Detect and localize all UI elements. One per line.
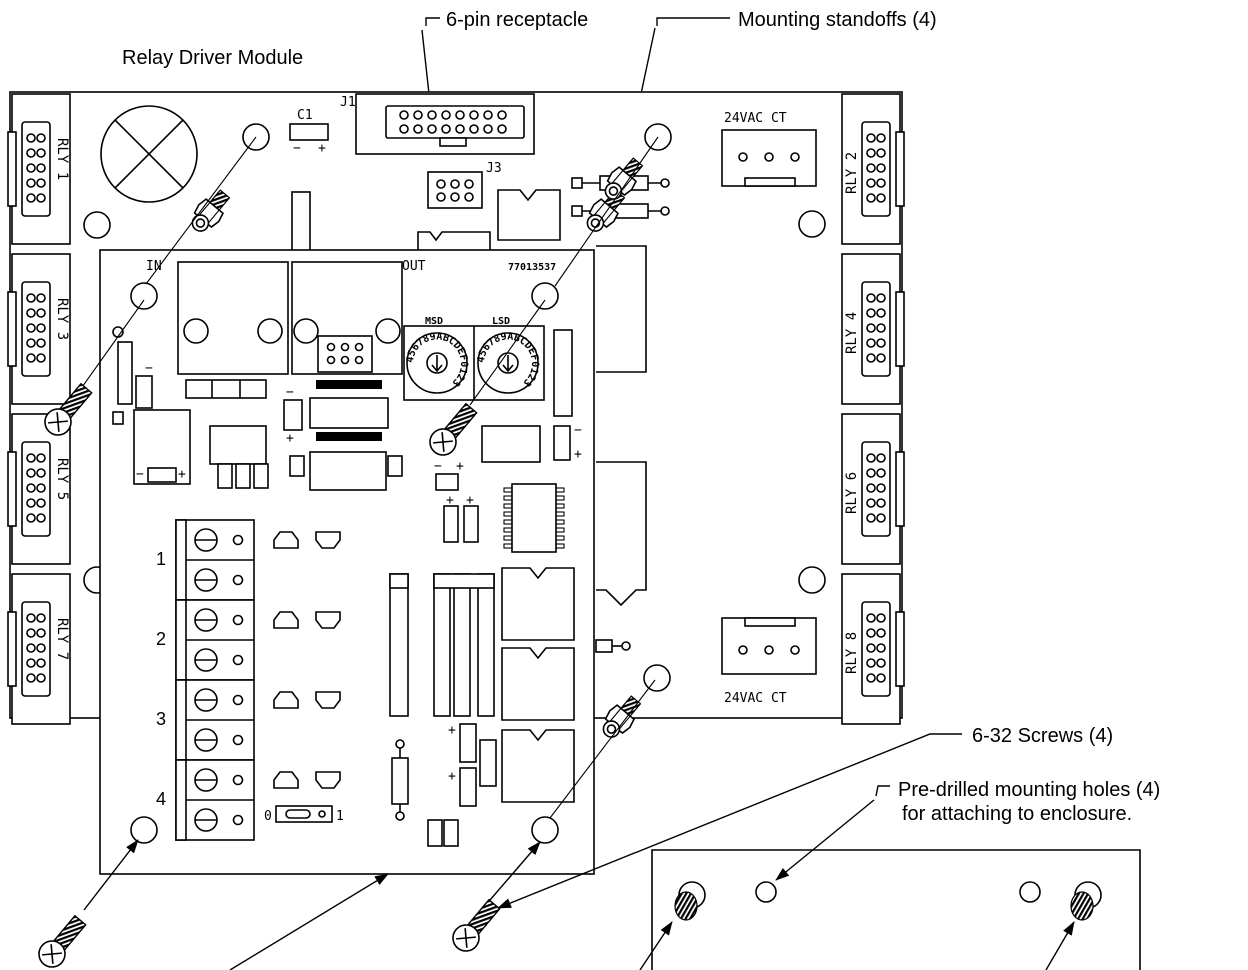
board-mount-hole (242, 123, 270, 151)
sub-board-hole (531, 282, 559, 310)
board-mount-hole (83, 211, 111, 239)
cap-minus-d: − (574, 423, 582, 438)
screw-arrow-left (83, 839, 139, 911)
terminal-number-1: 1 (156, 549, 166, 569)
c1-plus: + (318, 141, 326, 156)
sub-relay (501, 567, 575, 641)
enclosure-standoff (674, 881, 706, 921)
jumper-0-label: 0 (264, 809, 272, 824)
cap-minus-e: − (434, 459, 442, 474)
j1-label: J1 (340, 95, 356, 110)
sub-board-hole (130, 282, 158, 310)
board-mount-hole (643, 664, 671, 692)
c1-capacitor (289, 123, 329, 141)
out-label: OUT (402, 259, 426, 274)
cap-plus-e: + (456, 459, 464, 474)
j3-receptacle (427, 171, 483, 209)
predrilled-arrow (775, 799, 875, 881)
enclosure-hole (755, 881, 777, 903)
rly6-label: RLY 6 (844, 472, 860, 514)
power-label-bottom: 24VAC CT (724, 691, 787, 706)
cap-plus-c: + (286, 431, 294, 446)
sub-relay (501, 729, 575, 803)
screws-leader (497, 733, 962, 909)
cap-minus-c: − (286, 385, 294, 400)
ic-chip (309, 397, 389, 429)
board-arrow (229, 873, 389, 970)
cap-plus-f: + (446, 493, 454, 508)
rly1-label: RLY 1 (54, 138, 70, 180)
cap-minus-b: − (136, 467, 144, 482)
rly8-label: RLY 8 (844, 632, 860, 674)
screws-label: 6-32 Screws (4) (972, 725, 1113, 747)
standoffs-leader (656, 17, 730, 26)
lsd-rotary-dial[interactable]: 456789ABCDEF0123 (476, 331, 540, 394)
board-mount-hole (798, 210, 826, 238)
in-jack (177, 261, 289, 375)
screw (32, 911, 92, 970)
rly7-label: RLY 7 (54, 618, 70, 660)
lsd-label: LSD (492, 316, 510, 327)
six-pin-leader-tick (425, 17, 440, 26)
terminal-number-4: 4 (156, 789, 166, 809)
relay-driver-module-label: Relay Driver Module (122, 47, 303, 69)
cap-plus-d: + (574, 447, 582, 462)
board-mount-hole (798, 566, 826, 594)
terminal-number-2: 2 (156, 629, 166, 649)
cap-plus-b: + (178, 467, 186, 482)
cap-minus-a: − (145, 361, 153, 376)
jumper-1-label: 1 (336, 809, 344, 824)
rly5-label: RLY 5 (54, 458, 70, 500)
sub-board-hole (130, 816, 158, 844)
terminal-number-3: 3 (156, 709, 166, 729)
cap-plus-g: + (466, 493, 474, 508)
msd-rotary-dial[interactable]: 456789ABCDEF0123 (405, 331, 469, 394)
screw-arrow-right (489, 841, 541, 901)
c1-minus: − (293, 141, 301, 156)
rly4-label: RLY 4 (844, 312, 860, 354)
board-mount-hole (644, 123, 672, 151)
in-label: IN (146, 259, 162, 274)
sub-board-6pin (317, 335, 373, 373)
predrilled-label-line2: for attaching to enclosure. (902, 803, 1132, 825)
part-number: 77013537 (508, 262, 556, 273)
enclosure-hole (1019, 881, 1041, 903)
rly2-label: RLY 2 (844, 152, 860, 194)
mounting-standoffs-label: Mounting standoffs (4) (738, 9, 937, 31)
cap-plus-h: + (448, 723, 456, 738)
rly3-label: RLY 3 (54, 298, 70, 340)
msd-label: MSD (425, 316, 443, 327)
screw (446, 895, 506, 958)
enclosure-standoff (1070, 881, 1102, 921)
predrilled-label-line1: Pre-drilled mounting holes (4) (898, 779, 1160, 801)
cap-plus-i: + (448, 769, 456, 784)
dip-ic (511, 483, 557, 553)
sub-board-hole (531, 816, 559, 844)
power-connector-top (721, 129, 817, 187)
power-label-top: 24VAC CT (724, 111, 787, 126)
six-pin-receptacle-label: 6-pin receptacle (446, 9, 588, 31)
j3-label: J3 (486, 161, 502, 176)
input-sub-board: IN OUT 77013537 MSD LSD 456789ABCDEF0123 (99, 249, 595, 875)
enclosure-plate (639, 849, 1141, 970)
sub-relay (501, 647, 575, 721)
c1-label: C1 (297, 108, 313, 123)
